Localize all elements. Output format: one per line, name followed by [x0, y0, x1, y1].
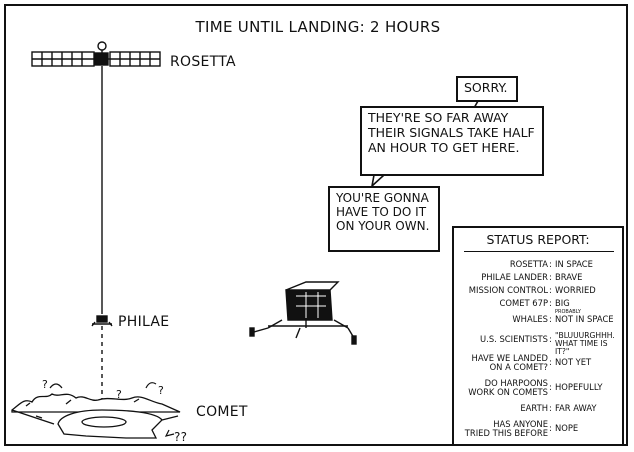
lander-icon: [249, 281, 357, 345]
status-key: Philae lander: [481, 272, 548, 282]
status-key: Comet 67P: [499, 298, 548, 308]
status-key-line: on a comet?: [489, 361, 548, 372]
status-key-line: Do harpoons: [484, 378, 548, 388]
own-line: have to do it: [336, 205, 427, 220]
status-value: Far away: [555, 403, 597, 413]
status-value: Not yet: [555, 357, 592, 367]
far-away-bubble: They're so far away their signals take h…: [360, 106, 544, 176]
philae-icon: [91, 315, 113, 327]
status-report-title: Status Report:: [486, 232, 590, 247]
status-value-group: Probably Not in space: [555, 310, 621, 324]
question-mark: ?: [158, 384, 165, 397]
far-away-line: an hour to get here.: [368, 139, 520, 155]
status-key-line: Has anyone: [493, 419, 548, 429]
status-key: U.S. Scientists: [480, 334, 548, 344]
question-mark: ?: [116, 388, 123, 401]
comic-artwork: [11, 41, 479, 439]
status-note: Probably: [555, 309, 581, 315]
far-away-line: their signals take half: [368, 124, 535, 140]
status-key-line: tried this before: [464, 427, 548, 438]
sorry-bubble: Sorry.: [456, 76, 518, 102]
status-key-line: Have we landed: [471, 353, 548, 363]
status-value: Nope: [555, 423, 579, 433]
on-your-own-bubble: You're gonna have to do it on your own.: [328, 186, 440, 252]
comet-surface: [11, 393, 181, 439]
status-key: Mission control: [468, 285, 548, 295]
rosetta-satellite-icon: [31, 41, 161, 67]
status-key: Do harpoons work on comets: [454, 379, 548, 397]
far-away-line: They're so far away: [368, 110, 509, 125]
status-value: "Bluuurghhh. What time is it?": [555, 331, 615, 356]
question-marks: ??: [174, 430, 188, 444]
status-key: Earth: [520, 403, 548, 413]
own-line: You're gonna: [336, 191, 429, 205]
own-line: on your own.: [336, 219, 430, 234]
page-title: Time until landing: 2 hours: [195, 18, 441, 36]
question-mark: ?: [42, 378, 49, 391]
status-key-line: work on comets: [468, 386, 548, 397]
status-key: Have we landed on a comet?: [454, 354, 548, 372]
status-value: Not in space: [555, 314, 614, 324]
status-value: Hopefully: [555, 382, 603, 392]
status-divider: [464, 251, 614, 252]
sorry-text: Sorry.: [464, 80, 508, 95]
status-value: Worried: [555, 285, 596, 295]
status-value: In space: [555, 259, 593, 269]
status-report: Status Report: Rosetta: In space Philae …: [452, 226, 624, 446]
philae-label: Philae: [118, 314, 170, 330]
status-key: Has anyone tried this before: [454, 420, 548, 438]
status-value: Brave: [555, 272, 583, 282]
comet-label: Comet: [196, 404, 248, 420]
status-key: Rosetta: [509, 259, 548, 269]
question-arrows: [49, 382, 175, 437]
comic-panel: Time until landing: 2 hours: [4, 4, 628, 446]
status-key: Whales: [512, 314, 548, 324]
status-value: Big: [555, 298, 570, 308]
rosetta-label: Rosetta: [170, 54, 236, 70]
